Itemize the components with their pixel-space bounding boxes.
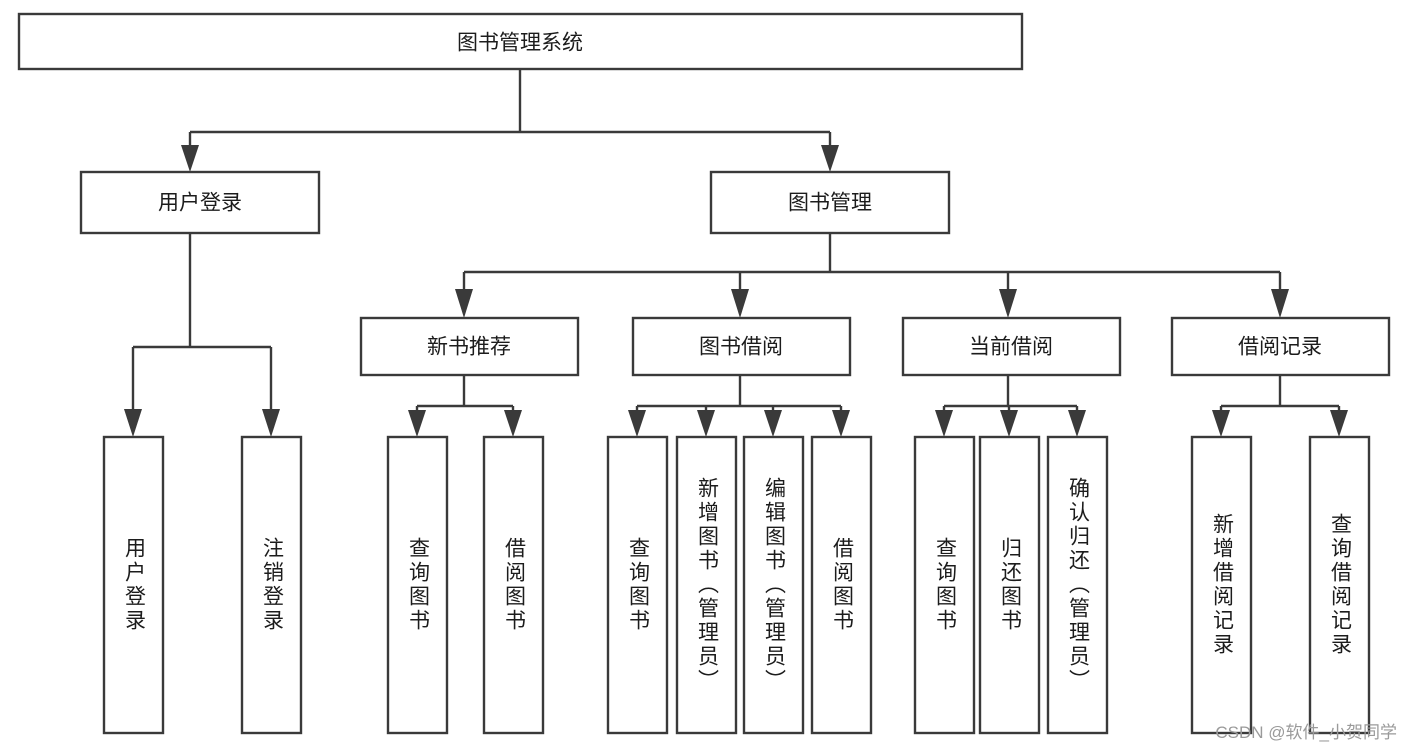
node-book-manage-label: 图书管理 [788,192,872,215]
node-leaf-user-login-box[interactable] [102,435,165,735]
node-leaf-borrow-book-1-label: 借阅图书 [503,537,527,633]
node-leaf-borrow-book-1-box[interactable] [482,435,545,735]
node-current-borrow-box[interactable] [901,316,1122,377]
node-root-box[interactable] [17,12,1024,71]
arrow-head-leaf-add-book [697,410,715,437]
node-leaf-user-logout-box[interactable] [240,435,303,735]
arrow-head-leaf-borrow-book-2 [832,410,850,437]
node-leaf-query-book-1[interactable]: 查询图书 [386,435,449,735]
connector-group-book-manage [455,233,1289,318]
arrow-head-new-book-recommend [455,289,473,318]
node-leaf-add-book-label: 新增图书（管理员） [696,477,720,693]
arrow-head-leaf-add-record [1212,410,1230,437]
node-leaf-query-book-1-box[interactable] [386,435,449,735]
node-borrow-record[interactable]: 借阅记录 [1170,316,1391,377]
arrow-head-leaf-return-book [1000,410,1018,437]
node-leaf-return-book[interactable]: 归还图书 [978,435,1041,735]
node-borrow-record-box[interactable] [1170,316,1391,377]
node-user-login[interactable]: 用户登录 [79,170,321,235]
node-leaf-return-book-box[interactable] [978,435,1041,735]
node-leaf-borrow-book-2-label: 借阅图书 [831,537,855,633]
node-leaf-query-record[interactable]: 查询借阅记录 [1308,435,1371,735]
node-leaf-query-record-box[interactable] [1308,435,1371,735]
node-leaf-query-record-label: 查询借阅记录 [1329,513,1353,657]
node-leaf-return-book-label: 归还图书 [999,537,1023,633]
arrow-head-leaf-query-book-1 [408,410,426,437]
arrow-head-leaf-confirm-return [1068,410,1086,437]
node-leaf-user-logout-label: 注销登录 [261,537,285,633]
csdn-watermark: CSDN @软件_小贺同学 [1215,723,1397,742]
connector-group-current-borrow [935,375,1086,437]
node-borrow-record-label: 借阅记录 [1238,336,1322,359]
node-leaf-user-logout[interactable]: 注销登录 [240,435,303,735]
node-leaf-edit-book-box[interactable] [742,435,805,735]
node-leaf-confirm-return[interactable]: 确认归还（管理员） [1046,435,1109,735]
node-book-borrow-label: 图书借阅 [699,336,783,359]
node-user-login-box[interactable] [79,170,321,235]
arrow-head-book-borrow [731,289,749,318]
node-leaf-borrow-book-2[interactable]: 借阅图书 [810,435,873,735]
node-leaf-confirm-return-label: 确认归还（管理员） [1067,477,1091,693]
node-leaf-add-book-box[interactable] [675,435,738,735]
node-leaf-user-login[interactable]: 用户登录 [102,435,165,735]
node-new-book-recommend-label: 新书推荐 [427,336,511,359]
arrow-head-leaf-user-logout [262,409,280,437]
node-new-book-recommend[interactable]: 新书推荐 [359,316,580,377]
node-book-manage[interactable]: 图书管理 [709,170,951,235]
node-leaf-query-book-3-label: 查询图书 [934,537,958,633]
node-leaf-query-book-2-label: 查询图书 [627,537,651,633]
node-leaf-add-record-label: 新增借阅记录 [1211,513,1235,657]
arrow-head-leaf-borrow-book-1 [504,410,522,437]
connector-group-new-book-recommend [408,375,522,437]
node-leaf-query-book-2-box[interactable] [606,435,669,735]
arrow-head-leaf-query-book-2 [628,410,646,437]
arrow-head-current-borrow [999,289,1017,318]
node-leaf-add-record-box[interactable] [1190,435,1253,735]
node-root-label: 图书管理系统 [457,32,583,55]
arrow-head-leaf-user-login [124,409,142,437]
node-book-borrow-box[interactable] [631,316,852,377]
node-leaf-edit-book-label: 编辑图书（管理员） [763,477,787,693]
node-leaf-add-record[interactable]: 新增借阅记录 [1190,435,1253,735]
connector-group-root [181,69,839,172]
arrow-head-user-login [181,145,199,172]
arrow-head-book-manage [821,145,839,172]
node-current-borrow-label: 当前借阅 [969,336,1053,359]
connector-group-book-borrow [628,375,850,437]
node-leaf-user-login-label: 用户登录 [123,537,147,633]
node-leaf-query-book-3-box[interactable] [913,435,976,735]
node-book-manage-box[interactable] [709,170,951,235]
node-leaf-confirm-return-box[interactable] [1046,435,1109,735]
node-new-book-recommend-box[interactable] [359,316,580,377]
node-leaf-borrow-book-1[interactable]: 借阅图书 [482,435,545,735]
connector-group-user-login [124,233,280,437]
node-root[interactable]: 图书管理系统 [17,12,1024,71]
node-leaf-borrow-book-2-box[interactable] [810,435,873,735]
node-leaf-query-book-3[interactable]: 查询图书 [913,435,976,735]
arrow-head-leaf-query-book-3 [935,410,953,437]
node-leaf-edit-book[interactable]: 编辑图书（管理员） [742,435,805,735]
node-leaf-add-book[interactable]: 新增图书（管理员） [675,435,738,735]
node-book-borrow[interactable]: 图书借阅 [631,316,852,377]
node-user-login-label: 用户登录 [158,192,242,215]
arrow-head-leaf-edit-book [764,410,782,437]
arrow-head-borrow-record [1271,289,1289,318]
node-current-borrow[interactable]: 当前借阅 [901,316,1122,377]
node-leaf-query-book-2[interactable]: 查询图书 [606,435,669,735]
connector-group-borrow-record [1212,375,1348,437]
arrow-head-leaf-query-record [1330,410,1348,437]
node-leaf-query-book-1-label: 查询图书 [407,537,431,633]
